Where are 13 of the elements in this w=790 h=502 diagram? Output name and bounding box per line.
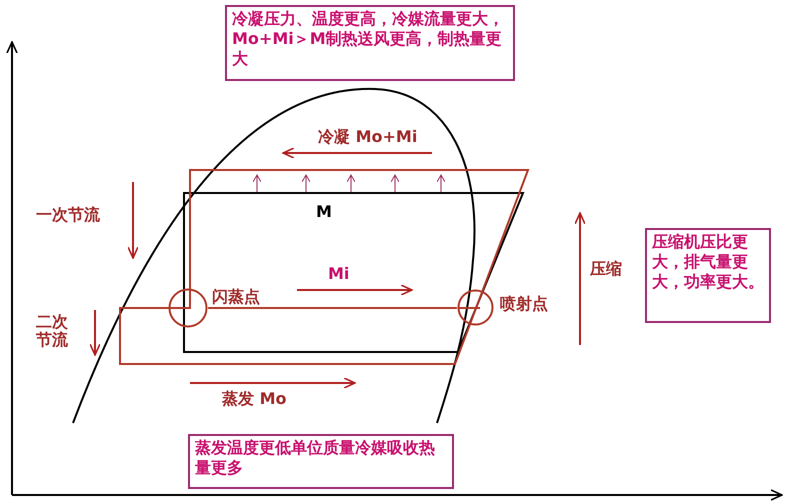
point-label: 喷射点 <box>500 295 548 313</box>
note-box: 冷凝压力、温度更高，冷媒流量更大，Mo+Mi＞M制热送风更高，制热量更大 <box>225 5 515 81</box>
note-box: 蒸发温度更低单位质量冷媒吸收热量更多 <box>188 434 454 489</box>
injection-line <box>208 307 457 309</box>
diagram-label: 冷凝 Mo+Mi <box>318 128 418 146</box>
diagram-label: 一次节流 <box>36 206 100 224</box>
diagram-label: 压缩 <box>590 260 622 278</box>
diagram-label: M <box>316 203 332 221</box>
diagram-label: 二次节流 <box>36 313 69 349</box>
point-label: 闪蒸点 <box>212 288 260 306</box>
diagram-label: Mi <box>328 265 350 283</box>
diagram-label: 蒸发 Mo <box>222 390 286 408</box>
note-box: 压缩机压比更大，排气量更大，功率更大。 <box>645 228 771 323</box>
